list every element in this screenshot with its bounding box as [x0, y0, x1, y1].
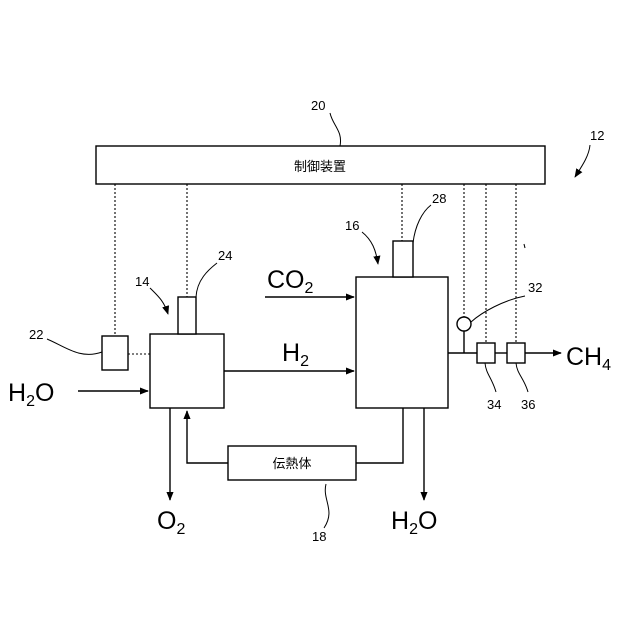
o2-label: O2 — [157, 507, 185, 538]
h2o-in-label: H2O — [8, 379, 54, 410]
leader-20 — [330, 113, 341, 146]
ref-20: 20 — [311, 98, 325, 113]
h2o-out-label: H2O — [391, 507, 437, 538]
heat-transfer-body: 伝熱体 — [228, 446, 356, 480]
pointer-16 — [362, 232, 378, 264]
ch4-label: CH4 — [566, 343, 611, 374]
sensor-24 — [178, 297, 196, 334]
control-unit: 制御装置 — [96, 146, 545, 184]
sensor-36 — [507, 343, 525, 363]
ref-22: 22 — [29, 327, 43, 342]
h2-label: H2 — [282, 339, 309, 370]
sensor-22 — [102, 336, 128, 370]
heat-transfer-label: 伝熱体 — [272, 457, 311, 472]
pointer-14 — [150, 288, 168, 314]
sensor-34 — [477, 343, 495, 363]
ref-32: 32 — [528, 280, 542, 295]
heat-return-line — [356, 408, 403, 463]
heat-supply-arrow — [187, 411, 228, 463]
ref-24: 24 — [218, 248, 232, 263]
ref-34: 34 — [487, 397, 501, 412]
ref-28: 28 — [432, 191, 446, 206]
sensor-28 — [393, 241, 413, 277]
leader-28 — [413, 205, 431, 243]
sensor-32 — [457, 317, 471, 331]
leader-36 — [516, 363, 528, 392]
ref-16: 16 — [345, 218, 359, 233]
signal-lines — [115, 184, 516, 354]
tick-mark — [524, 244, 525, 248]
ref-18: 18 — [312, 529, 326, 544]
leader-32 — [471, 296, 525, 322]
electrolyzer — [150, 334, 224, 408]
pointer-12 — [575, 145, 590, 177]
leader-18 — [324, 484, 329, 528]
reactor — [356, 277, 448, 408]
leader-22 — [47, 339, 102, 354]
control-unit-label: 制御装置 — [294, 160, 346, 175]
ref-12: 12 — [590, 128, 604, 143]
co2-label: CO2 — [267, 266, 314, 297]
leader-24 — [196, 263, 217, 297]
ref-14: 14 — [135, 274, 149, 289]
leader-34 — [485, 363, 496, 392]
ref-36: 36 — [521, 397, 535, 412]
